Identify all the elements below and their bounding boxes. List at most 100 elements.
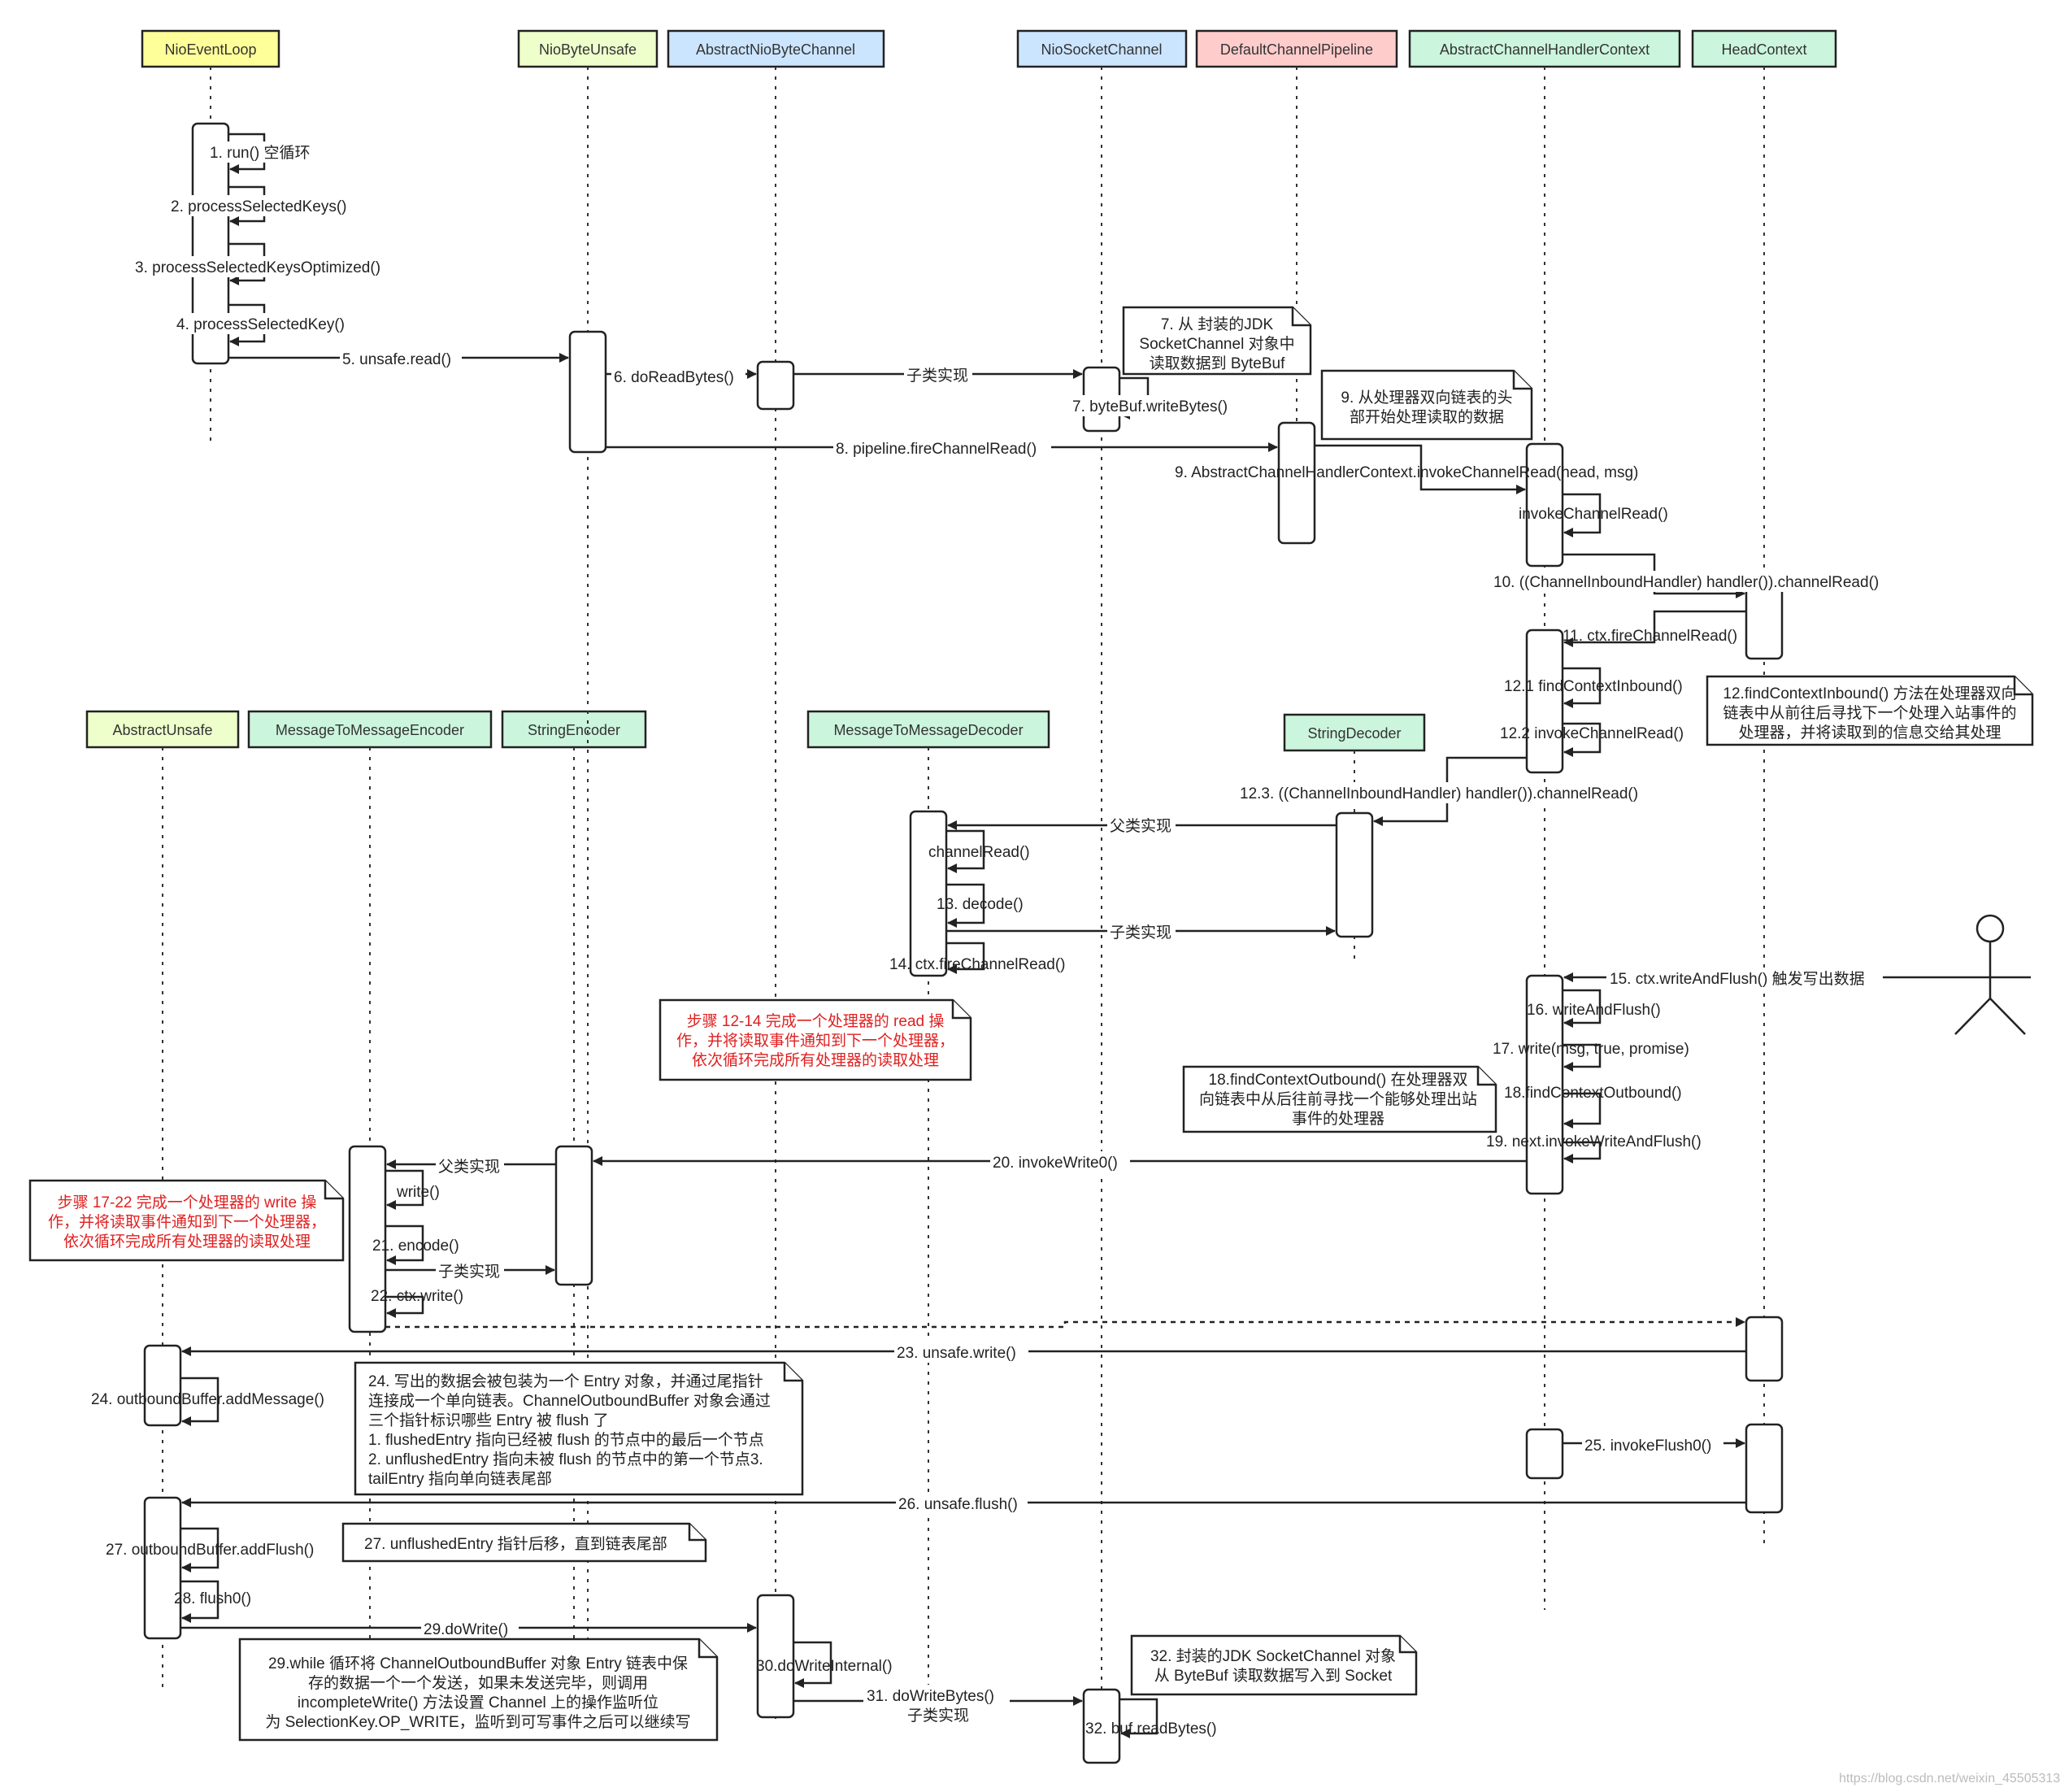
note-14: 步骤 12-14 完成一个处理器的 read 操 作，并将读取事件通知到下一个处… [659,998,972,1081]
label-m11: 11. ctx.fireChannelRead() [1563,628,1737,645]
svg-text:步骤 12-14 完成一个处理器的 read 操: 步骤 12-14 完成一个处理器的 read 操 [687,1012,945,1030]
svg-text:事件的处理器: 事件的处理器 [1292,1110,1384,1128]
label-m19: 19. next.invokeWriteAndFlush() [1486,1133,1702,1150]
note-24: 24. 写出的数据会被包装为一个 Entry 对象，并通过尾指针 连接成一个单向… [354,1361,804,1496]
note-27: 27. unflushedEntry 指针后移，直到链表尾部 [341,1522,707,1563]
svg-text:NioEventLoop: NioEventLoop [164,41,256,58]
participant-niosocketchannel: NioSocketChannel [1016,29,1188,68]
svg-text:依次循环完成所有处理器的读取处理: 依次循环完成所有处理器的读取处理 [63,1233,311,1250]
label-m21: 21. encode() [372,1237,459,1255]
label-m18: 18.findContextOutbound() [1504,1085,1682,1102]
activation-doreadbytes [756,360,795,411]
label-m16: 16. writeAndFlush() [1527,1002,1661,1019]
participant-box [1283,713,1426,752]
activation-unsafe-read [568,330,607,454]
label-m12-1: 12.1 findContextInbound() [1504,678,1683,695]
svg-text:1. flushedEntry 指向已经被 flush 的节: 1. flushedEntry 指向已经被 flush 的节点中的最后一个节点 [368,1431,764,1449]
activation-head-flush [1745,1423,1784,1514]
svg-text:依次循环完成所有处理器的读取处理: 依次循环完成所有处理器的读取处理 [692,1051,939,1069]
participant-box [501,710,647,749]
participant-box [85,710,240,749]
activation-bars [143,122,1784,1764]
svg-text:StringEncoder: StringEncoder [528,722,620,738]
svg-text:为 SelectionKey.OP_WRITE，监听到可写事: 为 SelectionKey.OP_WRITE，监听到可写事件之后可以继续写 [265,1713,690,1731]
activation-head-channelread [1745,582,1784,660]
label-m1: 1. run() 空循环 [210,144,311,162]
svg-text:29.while 循环将 ChannelOutboundBu: 29.while 循环将 ChannelOutboundBuffer 对象 En… [268,1655,688,1672]
note-32: 32. 封装的JDK SocketChannel 对象 从 ByteBuf 读取… [1130,1634,1418,1696]
label-m6b: 子类实现 [906,367,968,385]
svg-text:NioSocketChannel: NioSocketChannel [1041,41,1162,58]
activation-dowrite [756,1594,795,1719]
participant-nioeventloop: NioEventLoop [141,29,280,68]
participant-stringdecoder: StringDecoder [1283,713,1426,752]
svg-text:链表中从前往后寻找下一个处理入站事件的: 链表中从前往后寻找下一个处理入站事件的 [1723,704,2016,722]
label-m14: 14. ctx.fireChannelRead() [889,956,1066,973]
label-parent1: 父类实现 [1110,817,1171,835]
svg-text:2. unflushedEntry 指向未被 flush 的: 2. unflushedEntry 指向未被 flush 的节点中的第一个节点3… [368,1451,763,1468]
note-9: 9. 从处理器双向链表的头 部开始处理读取的数据 [1320,369,1533,441]
svg-text:步骤 17-22 完成一个处理器的 write 操: 步骤 17-22 完成一个处理器的 write 操 [58,1194,317,1211]
note-12: 12.findContextInbound() 方法在处理器双向 链表中从前往后… [1706,675,2034,746]
activation-encoder [348,1145,387,1333]
self-calls-loop [228,133,266,346]
participant-box [806,710,1050,749]
svg-text:24. 写出的数据会被包装为一个 Entry 对象，并通过尾: 24. 写出的数据会被包装为一个 Entry 对象，并通过尾指针 [368,1372,763,1390]
note-29: 29.while 循环将 ChannelOutboundBuffer 对象 En… [238,1638,719,1742]
activation-pipeline [1277,421,1316,545]
label-m7: 7. byteBuf.writeBytes() [1072,398,1228,415]
svg-text:读取数据到 ByteBuf: 读取数据到 ByteBuf [1150,354,1286,372]
svg-text:StringDecoder: StringDecoder [1307,725,1401,742]
participant-abstractniobytechannel: AbstractNioByteChannel [667,29,885,68]
label-m28: 28. flush0() [174,1590,251,1607]
svg-text:12.findContextInbound() 方法在处理器: 12.findContextInbound() 方法在处理器双向 [1723,685,2016,702]
label-m24: 24. outboundBuffer.addMessage() [91,1391,324,1408]
participant-box [1408,29,1681,68]
participant-box [1016,29,1188,68]
label-m9b: invokeChannelRead() [1519,506,1668,523]
svg-text:MessageToMessageDecoder: MessageToMessageDecoder [833,722,1023,738]
label-m23: 23. unsafe.write() [897,1345,1016,1362]
label-m8: 8. pipeline.fireChannelRead() [836,441,1037,458]
activation-au-write [143,1344,182,1427]
label-m9: 9. AbstractChannelHandlerContext.invokeC… [1175,464,1638,481]
activation-head-write [1745,1316,1784,1382]
label-m30: 30.doWriteInternal() [756,1658,893,1675]
svg-text:AbstractChannelHandlerContext: AbstractChannelHandlerContext [1440,41,1650,58]
svg-text:作，并将读取事件通知到下一个处理器，: 作，并将读取事件通知到下一个处理器， [676,1032,954,1050]
participant-abstractchannelhandlercontext: AbstractChannelHandlerContext [1408,29,1681,68]
label-m13: 13. decode() [937,896,1024,913]
svg-text:MessageToMessageEncoder: MessageToMessageEncoder [276,722,464,738]
note-17: 步骤 17-22 完成一个处理器的 write 操 作，并将读取事件通知到下一个… [28,1179,345,1262]
svg-text:9. 从处理器双向链表的头: 9. 从处理器双向链表的头 [1341,389,1512,407]
participant-abstractunsafe: AbstractUnsafe [85,710,240,749]
svg-text:HeadContext: HeadContext [1721,41,1806,58]
label-m26: 26. unsafe.flush() [898,1496,1018,1513]
participant-stringencoder: StringEncoder [501,710,647,749]
svg-text:DefaultChannelPipeline: DefaultChannelPipeline [1220,41,1373,58]
label-m6: 6. doReadBytes() [614,369,734,386]
label-write: write() [396,1184,440,1201]
activation-ctx-write [1525,974,1564,1195]
participant-headcontext: HeadContext [1691,29,1837,68]
svg-text:NioByteUnsafe: NioByteUnsafe [539,41,637,58]
participant-defaultchannelpipeline: DefaultChannelPipeline [1195,29,1398,68]
label-parent2: 父类实现 [438,1158,500,1176]
label-m27: 27. outboundBuffer.addFlush() [106,1542,314,1559]
activation-stringdecoder [1335,811,1374,938]
svg-text:向链表中从后往前寻找一个能够处理出站: 向链表中从后往前寻找一个能够处理出站 [1199,1090,1477,1108]
svg-text:作，并将读取事件通知到下一个处理器，: 作，并将读取事件通知到下一个处理器， [48,1213,326,1231]
label-m10: 10. ((ChannelInboundHandler) handler()).… [1493,574,1879,591]
note-7: 7. 从 封装的JDK SocketChannel 对象中 读取数据到 Byte… [1122,306,1312,376]
svg-text:18.findContextOutbound() 在处理器双: 18.findContextOutbound() 在处理器双 [1209,1071,1468,1089]
label-m2: 2. processSelectedKeys() [171,198,347,215]
svg-text:SocketChannel 对象中: SocketChannel 对象中 [1139,335,1294,353]
participant-box [141,29,280,68]
label-channelread: channelRead() [928,844,1030,861]
label-m4: 4. processSelectedKey() [176,316,345,333]
participant-niobyteunsafe: NioByteUnsafe [517,29,659,68]
svg-text:连接成一个单向链表。ChannelOutboundBuffe: 连接成一个单向链表。ChannelOutboundBuffer 对象会通过 [368,1392,771,1410]
participant-messagetomessagedecoder: MessageToMessageDecoder [806,710,1050,749]
label-child1: 子类实现 [1110,924,1171,942]
